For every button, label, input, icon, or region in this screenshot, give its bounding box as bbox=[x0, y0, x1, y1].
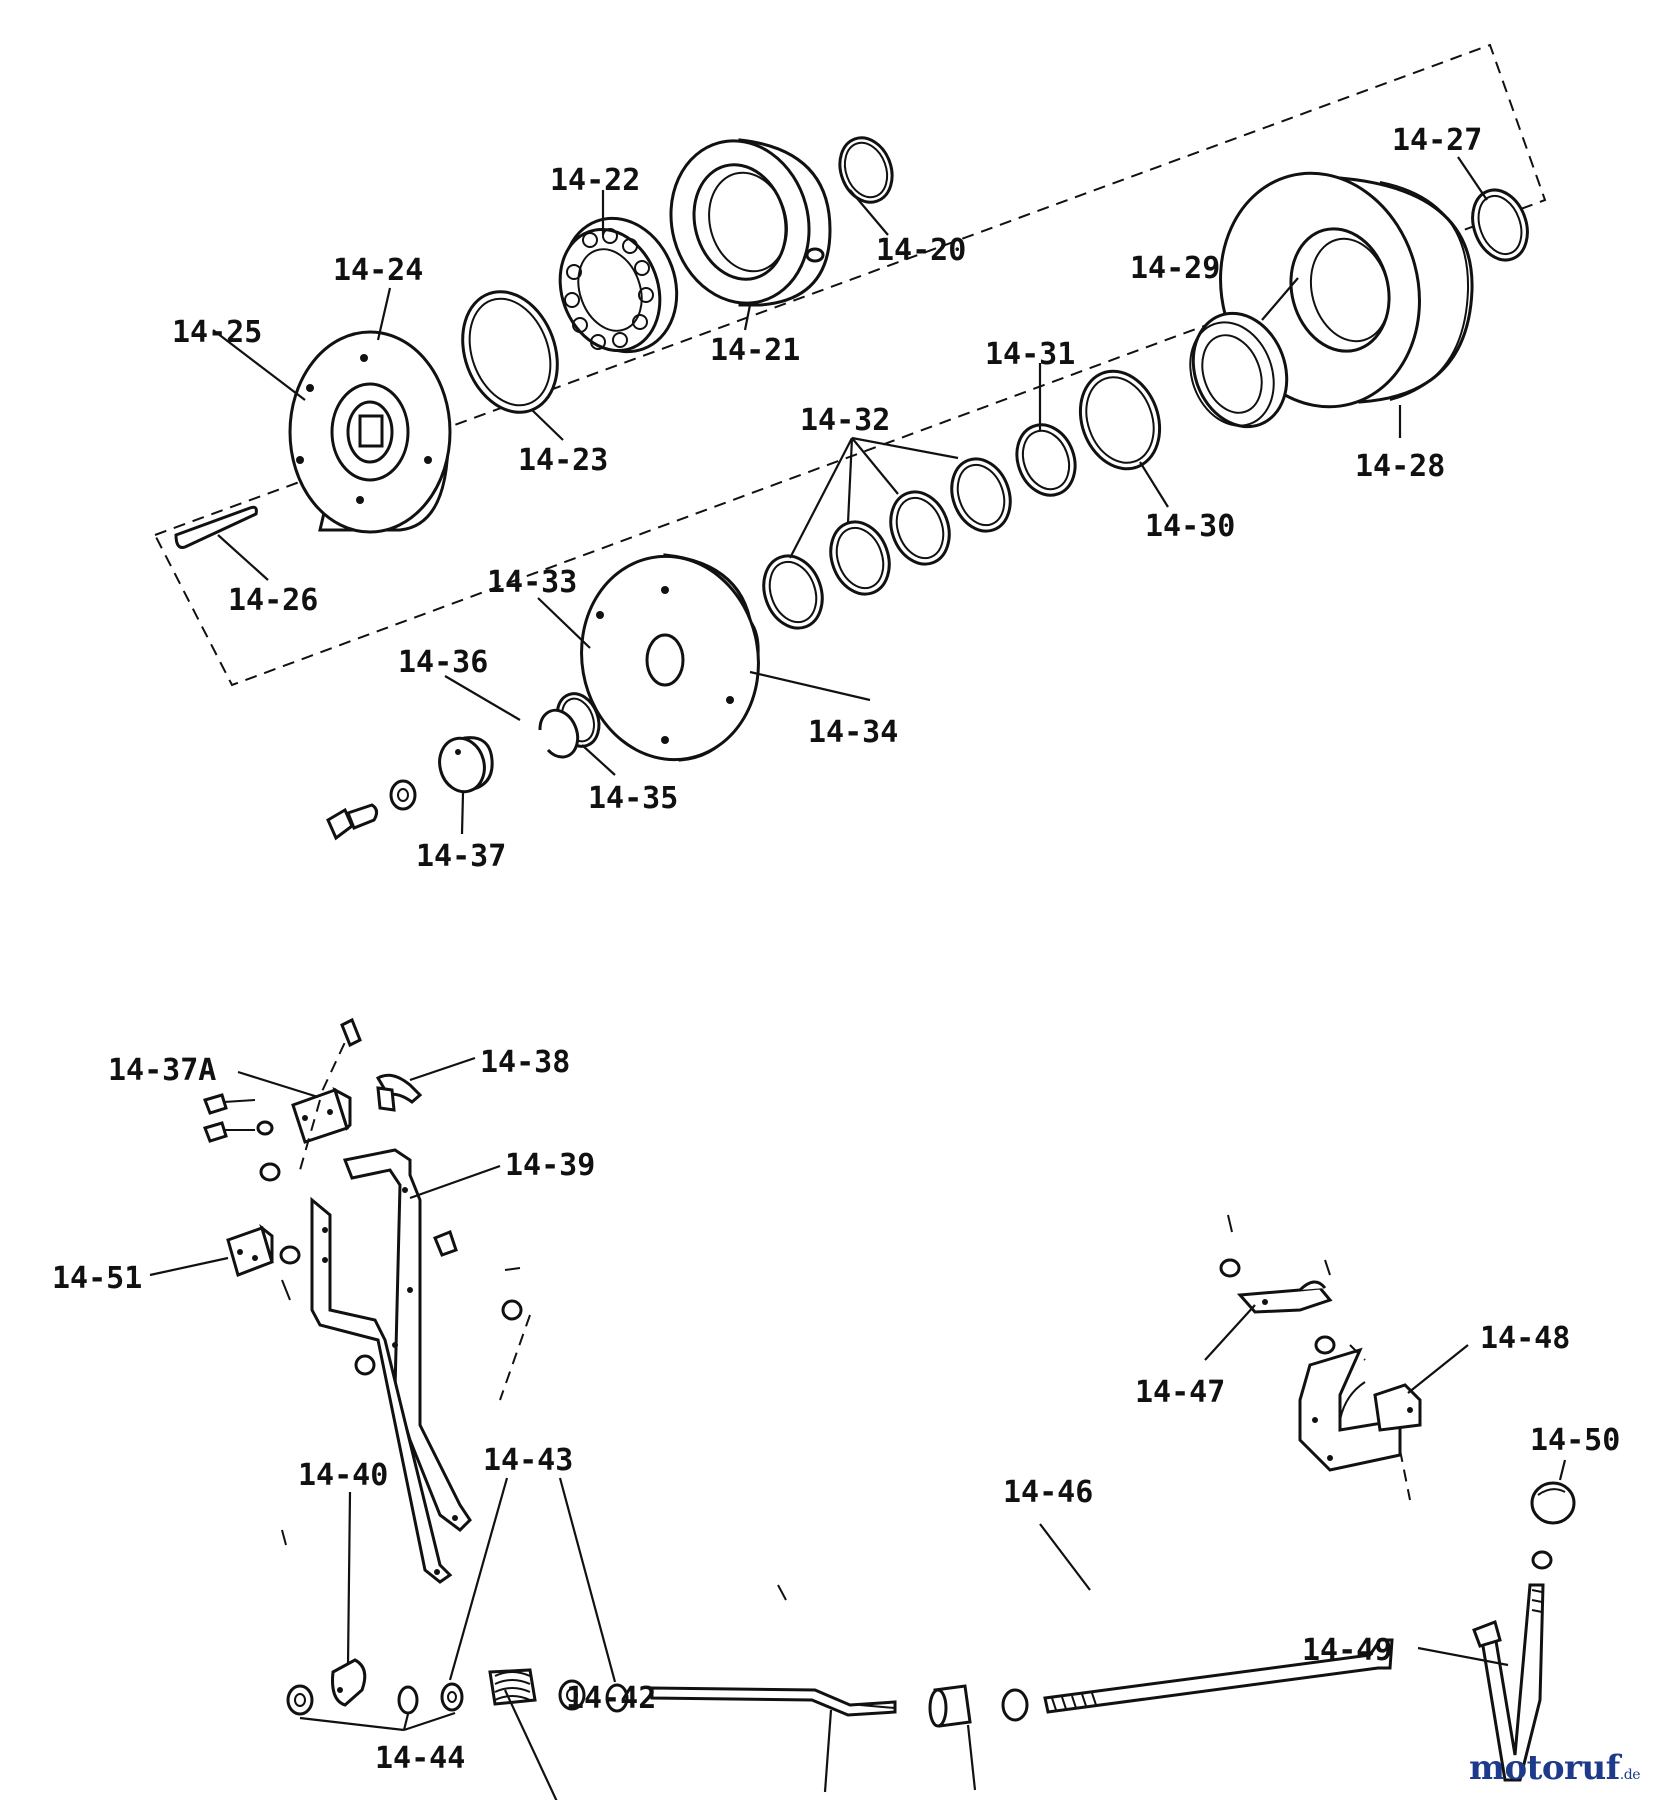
part-labels: 14-20 14-21 14-22 14-23 14-24 14-25 14-2… bbox=[52, 123, 1620, 1800]
label-14-50: 14-50 bbox=[1530, 1423, 1620, 1458]
part-flange-plate bbox=[288, 330, 452, 534]
assembly-boundary bbox=[153, 43, 1547, 687]
label-14-37: 14-37 bbox=[416, 839, 506, 874]
brand-tld: .de bbox=[1619, 1767, 1641, 1783]
label-14-38: 14-38 bbox=[480, 1045, 570, 1080]
part-hub-plate bbox=[580, 553, 760, 762]
label-14-23: 14-23 bbox=[518, 443, 608, 478]
label-14-37A: 14-37A bbox=[108, 1053, 216, 1088]
label-14-45: 14-45 bbox=[945, 1798, 1035, 1800]
label-14-46: 14-46 bbox=[1003, 1475, 1093, 1510]
label-14-33: 14-33 bbox=[487, 565, 577, 600]
part-snap-ring-top bbox=[838, 136, 894, 204]
label-14-34: 14-34 bbox=[808, 715, 898, 750]
label-14-43: 14-43 bbox=[483, 1443, 573, 1478]
label-14-48: 14-48 bbox=[1480, 1321, 1570, 1356]
label-14-25: 14-25 bbox=[172, 315, 262, 350]
part-slotted-bracket bbox=[1298, 1335, 1422, 1472]
label-14-36: 14-36 bbox=[398, 645, 488, 680]
part-ring-31 bbox=[1015, 423, 1077, 497]
part-support-bracket bbox=[1219, 1214, 1333, 1314]
label-14-28: 14-28 bbox=[1355, 449, 1445, 484]
part-switch-block bbox=[226, 1223, 291, 1301]
label-14-39: 14-39 bbox=[505, 1148, 595, 1183]
part-end-cap bbox=[438, 736, 494, 794]
part-spacer-rings bbox=[762, 457, 1012, 630]
part-mounting-bracket bbox=[203, 1017, 362, 1182]
part-knob bbox=[1530, 1481, 1576, 1570]
part-control-rod bbox=[650, 1584, 897, 1717]
part-ring-30 bbox=[1078, 369, 1162, 471]
part-elbow-fitting bbox=[375, 1073, 423, 1112]
label-14-31: 14-31 bbox=[985, 337, 1075, 372]
part-coupling-sleeve bbox=[928, 1684, 1029, 1728]
part-key bbox=[174, 505, 258, 549]
label-14-44: 14-44 bbox=[375, 1741, 465, 1776]
part-large-ring bbox=[461, 290, 559, 414]
brand-watermark: motoruf.de bbox=[1469, 1748, 1641, 1788]
label-14-26: 14-26 bbox=[228, 583, 318, 618]
label-14-24: 14-24 bbox=[333, 253, 423, 288]
part-snap-ring-pulley bbox=[1471, 188, 1529, 262]
part-bearing-housing bbox=[669, 138, 832, 307]
label-14-27: 14-27 bbox=[1392, 123, 1482, 158]
part-circlip bbox=[538, 708, 580, 759]
label-14-49: 14-49 bbox=[1302, 1633, 1392, 1668]
part-threaded-rod bbox=[1043, 1638, 1394, 1714]
leader-lines bbox=[149, 156, 1567, 1800]
part-lever-arm bbox=[279, 1148, 523, 1584]
label-14-51: 14-51 bbox=[52, 1261, 142, 1296]
label-14-32: 14-32 bbox=[800, 403, 890, 438]
part-ball-bearing bbox=[558, 216, 679, 354]
label-14-21: 14-21 bbox=[710, 333, 800, 368]
label-14-20: 14-20 bbox=[876, 233, 966, 268]
label-14-40: 14-40 bbox=[298, 1458, 388, 1493]
part-washers-spring bbox=[286, 1668, 629, 1716]
label-14-42: 14-42 bbox=[566, 1681, 656, 1716]
label-14-22: 14-22 bbox=[550, 163, 640, 198]
part-washer-bolt bbox=[326, 779, 417, 841]
label-14-47: 14-47 bbox=[1135, 1375, 1225, 1410]
part-bent-handle bbox=[1472, 1583, 1545, 1782]
label-14-35: 14-35 bbox=[588, 781, 678, 816]
brand-name: motoruf bbox=[1469, 1748, 1620, 1788]
part-clamp bbox=[281, 1529, 367, 1707]
part-needle-bearing bbox=[1189, 311, 1289, 429]
label-14-29: 14-29 bbox=[1130, 251, 1220, 286]
label-14-30: 14-30 bbox=[1145, 509, 1235, 544]
